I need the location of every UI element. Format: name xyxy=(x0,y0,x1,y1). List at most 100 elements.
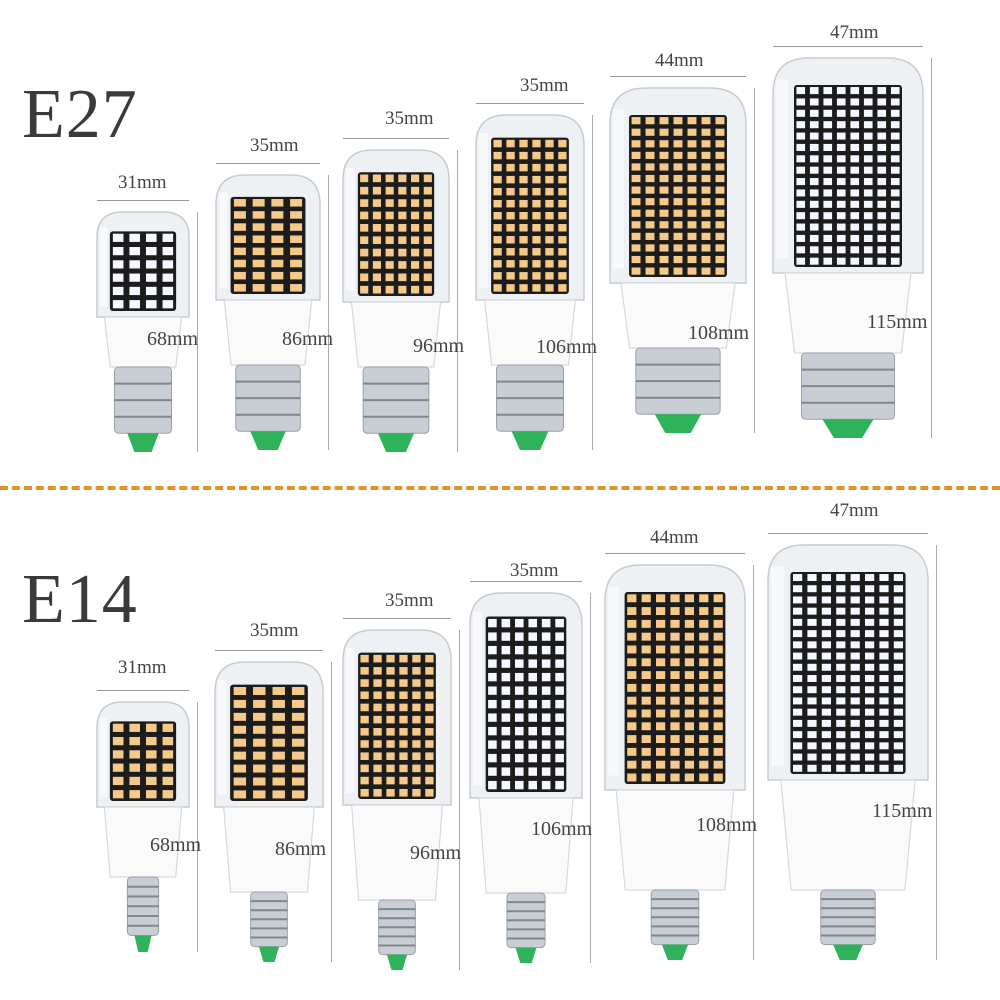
bulb-e14-1 xyxy=(96,701,190,952)
height-dimension-line xyxy=(592,115,593,450)
bulb-collar xyxy=(615,789,735,891)
led-chip xyxy=(528,632,538,641)
led-chip xyxy=(809,200,819,208)
led-chip xyxy=(627,619,637,628)
bulb-collar xyxy=(784,272,912,354)
led-chip xyxy=(877,166,887,174)
led-chip xyxy=(372,236,381,245)
led-chip xyxy=(112,790,124,799)
led-chip xyxy=(627,671,637,680)
led-chip xyxy=(877,87,887,95)
led-chip xyxy=(532,151,541,160)
led-chip xyxy=(373,740,382,748)
led-chip xyxy=(659,221,669,229)
bulb-e14-4 xyxy=(469,592,583,963)
led-chip xyxy=(112,776,124,786)
led-chip xyxy=(112,300,124,309)
led-chip xyxy=(233,247,246,256)
led-chip xyxy=(373,752,382,760)
led-chip xyxy=(545,260,554,268)
led-chip xyxy=(558,187,567,196)
led-chip xyxy=(555,726,564,736)
width-dimension-line xyxy=(773,46,923,47)
led-chip xyxy=(631,186,641,194)
led-chip xyxy=(398,174,407,183)
led-chip xyxy=(655,760,666,769)
glass-highlight xyxy=(219,192,228,289)
led-chip xyxy=(558,139,567,148)
led-chip xyxy=(493,236,502,244)
led-chip xyxy=(425,752,434,760)
led-chip xyxy=(701,232,711,240)
led-chip xyxy=(558,211,567,220)
led-chip xyxy=(360,691,369,700)
height-dimension-label: 68mm xyxy=(147,328,199,350)
led-chip xyxy=(631,174,641,183)
width-dimension-label: 47mm xyxy=(830,500,879,521)
led-chip xyxy=(360,223,369,232)
width-dimension-label: 31mm xyxy=(118,657,167,678)
led-chip xyxy=(823,234,833,242)
led-chip xyxy=(701,255,711,264)
led-chip xyxy=(850,121,860,129)
led-chip xyxy=(864,675,875,682)
led-chip xyxy=(493,163,502,172)
led-chip xyxy=(807,663,817,671)
led-chip xyxy=(655,709,666,718)
led-board xyxy=(491,137,569,294)
bulb-illustration xyxy=(96,211,190,452)
led-chip xyxy=(809,121,819,129)
led-chip xyxy=(411,174,420,183)
led-chip xyxy=(701,128,711,136)
led-chip xyxy=(532,236,541,244)
led-chip xyxy=(290,211,303,219)
led-chip xyxy=(890,155,900,163)
led-chip xyxy=(360,174,369,183)
glass-highlight xyxy=(346,648,355,793)
led-chip xyxy=(893,652,904,660)
led-chip xyxy=(684,607,695,616)
led-chip xyxy=(655,594,666,603)
led-chip xyxy=(253,725,266,734)
led-chip xyxy=(558,151,567,160)
height-dimension-line xyxy=(457,150,458,452)
height-dimension-line xyxy=(931,58,932,438)
led-chip xyxy=(893,574,904,581)
led-chip xyxy=(558,224,567,232)
led-chip xyxy=(684,747,695,756)
led-chip xyxy=(687,174,697,183)
led-chip xyxy=(715,209,725,217)
led-chip xyxy=(545,284,554,292)
led-chip xyxy=(488,780,497,790)
led-chip xyxy=(684,671,695,680)
led-chip xyxy=(877,257,887,265)
bulb-e14-2 xyxy=(214,661,324,962)
led-chip xyxy=(893,607,904,615)
led-chip xyxy=(655,658,666,667)
led-chip xyxy=(655,683,666,692)
led-chip xyxy=(631,255,641,264)
led-chip xyxy=(641,735,651,744)
led-chip xyxy=(272,687,285,696)
bulb-e14-5 xyxy=(604,564,746,960)
led-chip xyxy=(792,731,803,739)
led-chip xyxy=(162,233,174,242)
led-chip xyxy=(501,672,511,682)
led-chip xyxy=(541,659,551,668)
led-chip xyxy=(836,234,846,242)
led-chip xyxy=(555,740,564,749)
led-chip xyxy=(687,209,697,217)
led-chip xyxy=(659,163,669,171)
led-chip xyxy=(864,731,875,739)
led-chip xyxy=(673,209,683,217)
led-chip xyxy=(836,87,846,95)
led-chip xyxy=(501,686,511,695)
led-chip xyxy=(821,652,832,660)
led-chip xyxy=(519,260,528,268)
led-chip xyxy=(836,731,846,739)
led-chip xyxy=(386,728,395,736)
led-chip xyxy=(271,199,284,207)
led-chip xyxy=(360,752,369,760)
led-board xyxy=(794,85,902,267)
led-chip xyxy=(399,703,408,712)
